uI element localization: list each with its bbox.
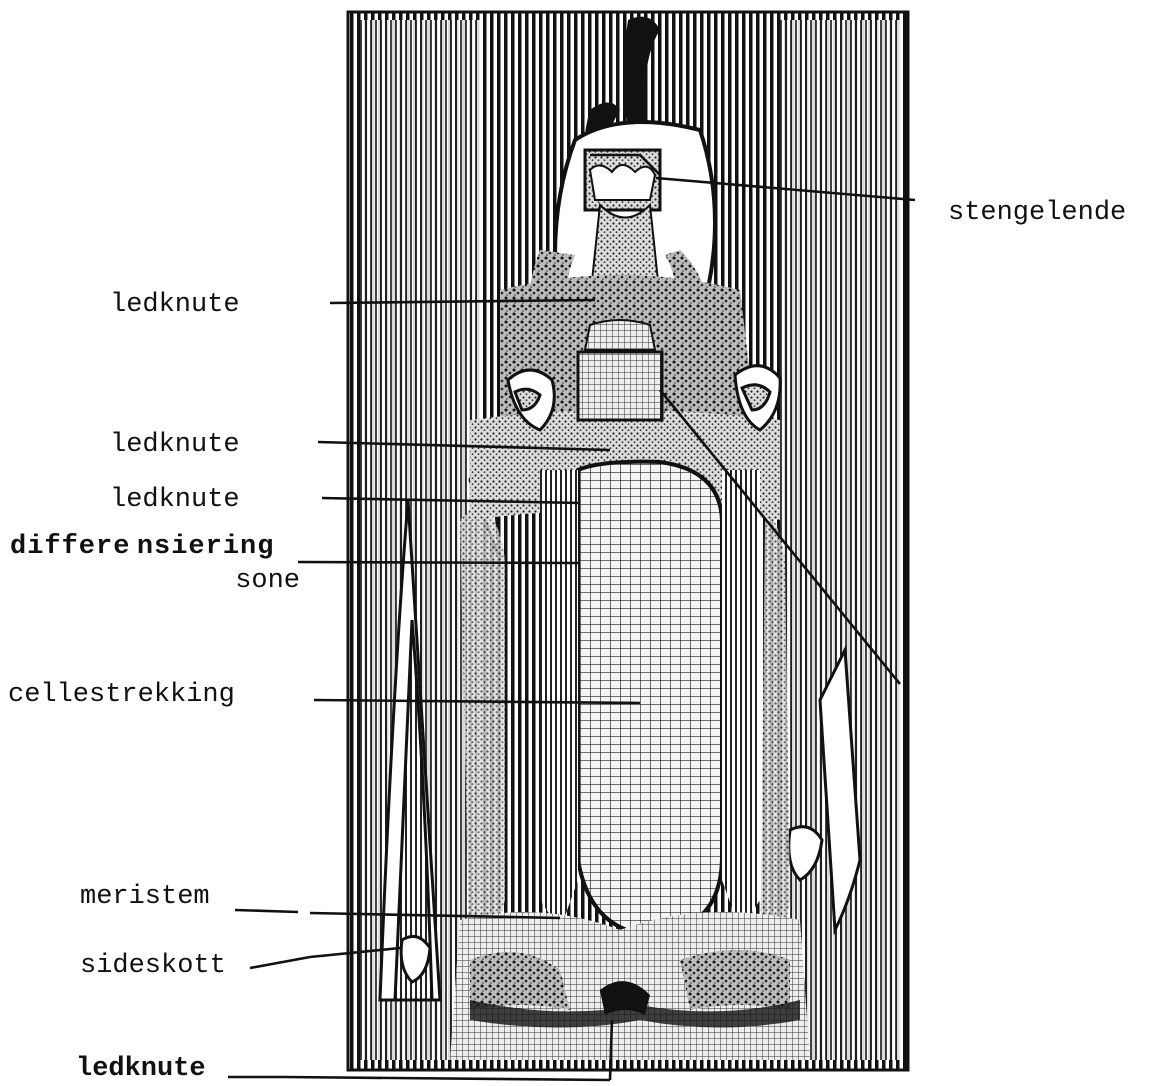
label-ledknute-bottom: ledknute: [76, 1056, 206, 1083]
label-stengelende: stengelende: [948, 200, 1126, 227]
label-cellestrekking: cellestrekking: [8, 682, 235, 709]
basal-region: [450, 912, 810, 1060]
label-ledknute-lower: ledknute: [110, 487, 240, 514]
label-sideskott: sideskott: [80, 953, 226, 980]
label-differensiering: differe nsiering: [10, 534, 274, 561]
label-differensiering-sone: sone: [224, 568, 300, 595]
apical-cell-box: [578, 320, 662, 420]
label-ledknute-middle: ledknute: [110, 432, 240, 459]
label-meristem: meristem: [80, 884, 210, 911]
label-ledknute-upper: ledknute: [110, 292, 240, 319]
